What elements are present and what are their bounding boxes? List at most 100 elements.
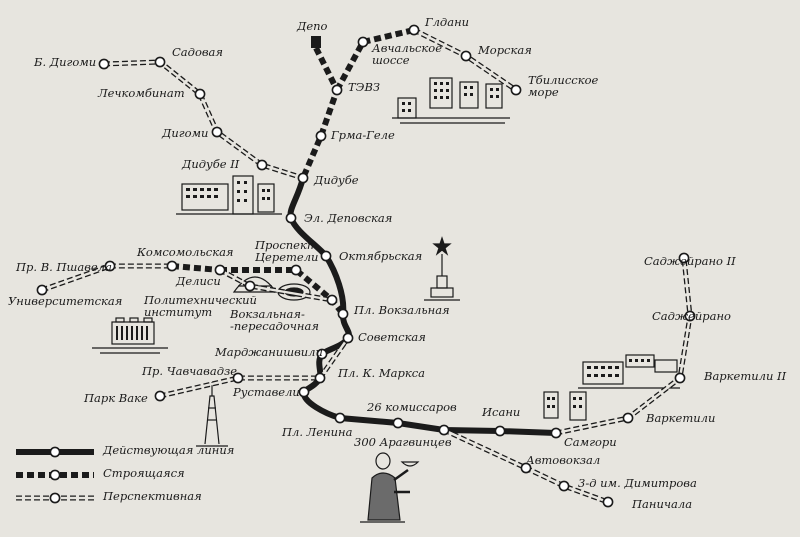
station-morskaya [460, 50, 472, 62]
station-b-digomi [98, 58, 110, 70]
legend [16, 446, 94, 504]
planned-line-digomi [103, 59, 304, 181]
label-varketili-2: Варкетили II [704, 369, 787, 383]
label-komsomolskaya: Комсомольская [137, 245, 234, 259]
legend-planned-label: Перспективная [103, 489, 202, 503]
station-oktyabrskaya [320, 250, 332, 262]
label-sadovaya: Садовая [172, 45, 224, 59]
station-park-vake [154, 390, 166, 402]
station-300-aragvintsev [438, 424, 450, 436]
metro-stations [36, 24, 696, 508]
label-sadzheirano-2: Саджейрано II [644, 254, 736, 268]
label-pl-k-marksa: Пл. К. Маркса [338, 366, 426, 380]
legend-active-line [16, 446, 94, 458]
station-lechkombinat [194, 88, 206, 100]
label-gldani: Глдани [425, 15, 470, 29]
station-isani [494, 425, 506, 437]
label-isani: Исани [482, 405, 521, 419]
construction-line-gldani [334, 27, 415, 92]
construction-line-north [300, 46, 340, 180]
label-politekhnicheskiy-institut: Политехнический институт [144, 293, 257, 319]
station-gldani [408, 24, 420, 36]
station-sadzheirano-2 [678, 252, 690, 264]
station-avtovokzal [520, 462, 532, 474]
label-pl-vokzalnaya: Пл. Вокзальная [354, 303, 450, 317]
label-sadzheirano: Саджейрано [652, 309, 731, 323]
station-panichala [602, 496, 614, 508]
planned-line-sadzheirano [555, 257, 693, 436]
label-grma-gele: Грма-Геле [331, 128, 395, 142]
label-digomi: Дигоми [162, 126, 209, 140]
label-3-d-im-dimitrova: 3-д им. Димитрова [578, 476, 697, 490]
station-didube [297, 172, 309, 184]
label-el-depovskaya: Эл. Деповская [304, 211, 393, 225]
tv-tower-illustration [196, 382, 228, 447]
label-tevz: ТЭВЗ [348, 80, 381, 94]
legend-planned-line [16, 492, 94, 504]
station-komsomolskaya [214, 264, 226, 276]
label-universitetskaya: Университетская [8, 294, 123, 308]
construction-line-delisi [171, 263, 221, 273]
label-lechkombinat: Лечкомбинат [98, 86, 185, 100]
label-300-aragvintsev: 300 Арагвинцев [354, 435, 452, 449]
label-pr-pshavela: Пр. В. Пшавела [16, 260, 112, 274]
legend-active-label: Действующая линия [103, 443, 235, 457]
didube-buildings-illustration [176, 175, 282, 215]
label-oktyabrskaya: Октябрьская [339, 249, 423, 263]
station-universitetskaya [36, 284, 48, 296]
label-26-komissarov: 26 комиссаров [367, 400, 457, 414]
legend-construction-line [16, 469, 94, 481]
label-tbilisskoe-more: Тбилисское море [528, 73, 599, 99]
label-didube-2: Дидубе II [182, 157, 240, 171]
label-didube: Дидубе [314, 173, 359, 187]
station-mardzhanishvili [316, 348, 328, 360]
university-building-illustration [92, 317, 168, 354]
label-park-vake: Парк Ваке [84, 391, 148, 405]
station-delisi [166, 260, 178, 272]
construction-line-west [220, 267, 346, 316]
station-sovetskaya [342, 332, 354, 344]
station-didube-2 [256, 159, 268, 171]
station-pr-pshavela [104, 260, 116, 272]
toastmaster-figure-illustration [360, 452, 420, 523]
label-prospekt-tsereteli: Проспект Церетели [255, 238, 319, 264]
station-pl-lenina [334, 412, 346, 424]
gldani-buildings-illustration [392, 77, 510, 124]
label-avtovokzal: Автовокзал [526, 453, 601, 467]
station-tevz [331, 84, 343, 96]
station-samgori [550, 427, 562, 439]
label-panichala: Паничала [632, 497, 693, 511]
legend-construction-label: Строящаяся [103, 466, 185, 480]
label-morskaya: Морская [478, 43, 532, 57]
station-tbilisskoe-more [510, 84, 522, 96]
station-digomi [211, 126, 223, 138]
label-samgori: Самгори [564, 435, 617, 449]
monument-illustration [424, 236, 460, 301]
label-mardzhanishvili: Марджанишвили [215, 345, 323, 359]
label-vokzalnaya-peresadochnaya: Вокзальная- -пересадочная [230, 307, 319, 333]
label-pl-lenina: Пл. Ленина [282, 425, 353, 439]
label-rustaveli: Руставели [233, 385, 300, 399]
label-avchalskoe-shosse: Авчальское шоссе [372, 41, 443, 67]
planned-line-panichala [442, 427, 609, 505]
station-26-komissarov [392, 417, 404, 429]
label-varketili: Варкетили [646, 411, 716, 425]
depot-label: Депо [297, 19, 328, 33]
label-pr-chavchavadze: Пр. Чавчавадзе [142, 364, 238, 378]
station-pl-vokzalnaya [337, 308, 349, 320]
label-delisi: Делиси [176, 274, 221, 288]
station-3-d-im-dimitrova [558, 480, 570, 492]
station-grma-gele [315, 130, 327, 142]
station-politekhnicheskiy-institut [244, 280, 256, 292]
station-varketili-2 [674, 372, 686, 384]
metro-lines [41, 27, 693, 505]
depot-marker [311, 36, 321, 48]
station-el-depovskaya [285, 212, 297, 224]
station-prospekt-tsereteli [290, 264, 302, 276]
station-rustaveli [298, 386, 310, 398]
station-sadzheirano [684, 310, 696, 322]
station-pl-k-marksa [314, 372, 326, 384]
station-sadovaya [154, 56, 166, 68]
station-varketili [622, 412, 634, 424]
